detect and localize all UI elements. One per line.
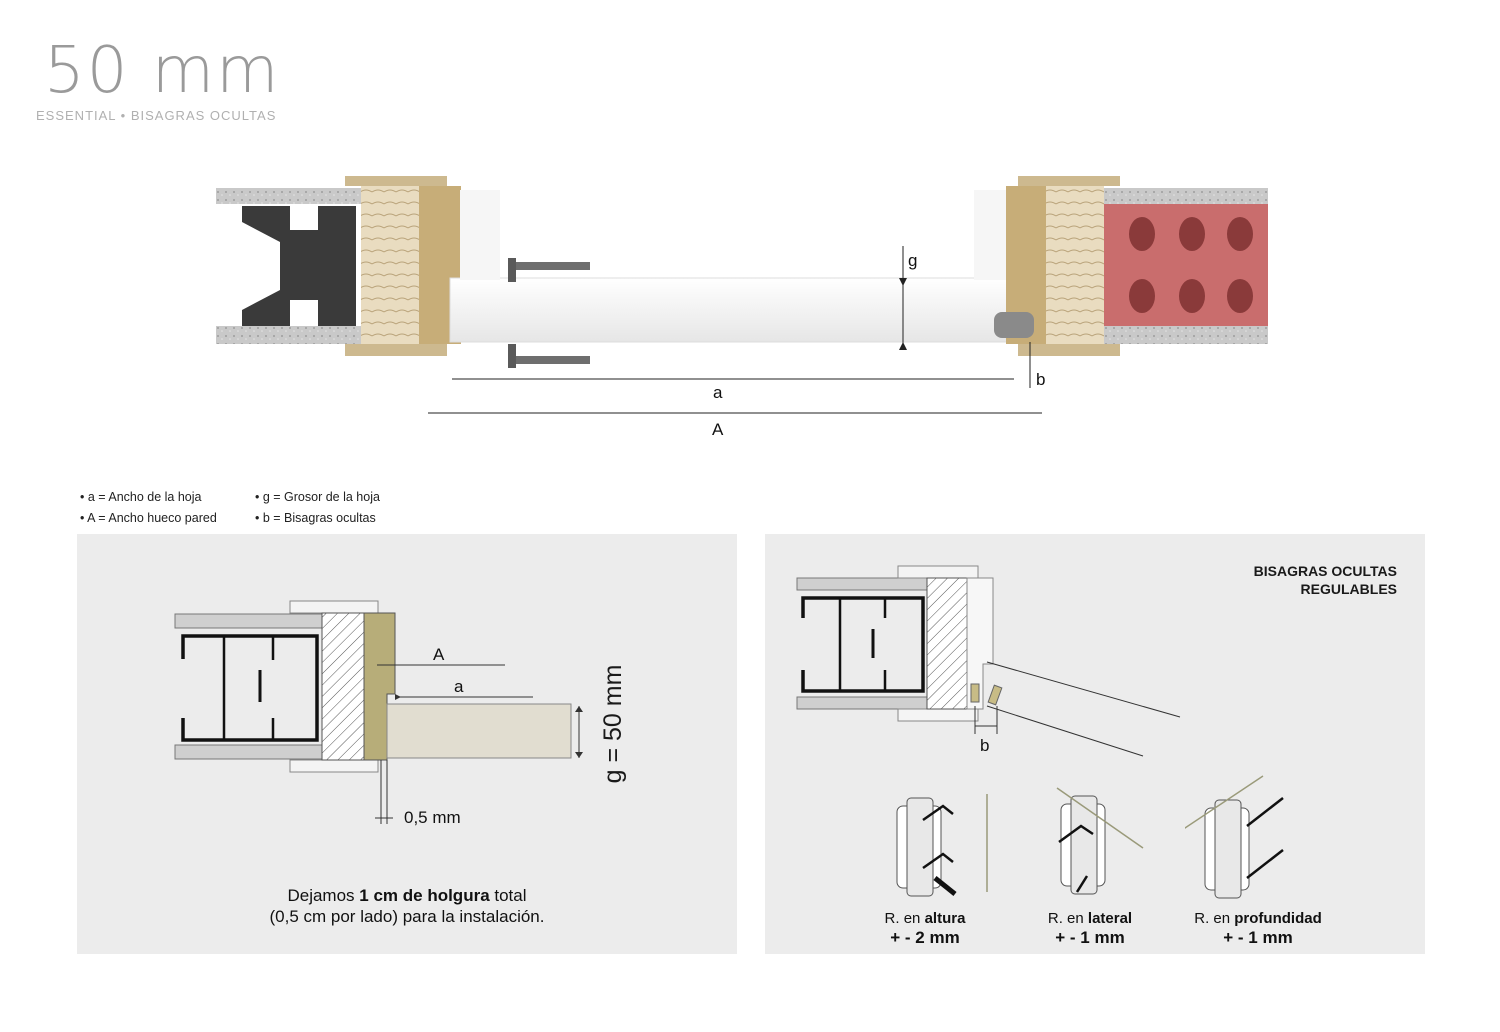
adjust-depth: R. en profundidad + - 1 mm [1173,909,1343,948]
caption-line2: (0,5 cm por lado) para la instalación. [269,907,545,926]
hinge-b-label: b [980,736,990,755]
adjust-lateral-name: lateral [1087,910,1133,927]
installation-diagram [174,600,583,824]
left-frame-cap-bottom [345,344,447,356]
left-frame-cap-top [345,176,447,186]
thickness-label: g = 50 mm [599,664,627,784]
dim-a-label: a [713,383,723,402]
left-jamb [460,190,500,280]
caption-suffix: total [489,886,527,905]
adjust-depth-name: profundidad [1234,910,1322,927]
door-leaf [449,277,1021,343]
adjust-height-value: + - 2 mm [890,928,960,947]
page-title: 50 mm [44,34,281,108]
page-subtitle: ESSENTIAL • BISAGRAS OCULTAS [36,108,277,123]
right-frame-cap-top [1018,176,1120,186]
adjust-height-prefix: R. en [884,910,925,927]
panel-dim-A-label: A [433,645,445,664]
hidden-hinge [994,312,1034,338]
legend-item-b: • b = Bisagras ocultas [255,511,376,525]
handle-bottom [508,344,590,368]
adjust-height-name: altura [924,910,966,927]
dim-g-arrow-bottom [899,342,907,350]
installation-panel: A a 0,5 mm g = 50 mm Dejamos 1 cm de hol… [77,534,737,954]
left-frame-core [361,186,419,344]
dim-A-label: A [712,420,724,439]
caption-prefix: Dejamos [287,886,360,905]
adjust-depth-prefix: R. en [1194,910,1235,927]
height-adjust-hinge-icon [896,794,988,897]
clearance-caption: Dejamos 1 cm de holgura total (0,5 cm po… [177,885,637,927]
panel-dim-a-label: a [454,677,464,696]
right-frame-core [1046,186,1104,344]
adjust-lateral-prefix: R. en [1047,910,1088,927]
right-frame-cap-bottom [1018,344,1120,356]
hinges-panel: BISAGRAS OCULTAS REGULABLES b [765,534,1425,954]
hinges-heading-line1: BISAGRAS OCULTAS [1253,563,1397,579]
dim-g-label: g [908,251,918,270]
dim-g-arrow-top [899,278,907,286]
hinges-heading: BISAGRAS OCULTAS REGULABLES [1254,562,1397,598]
adjust-lateral: R. en lateral + - 1 mm [1015,909,1165,948]
panel-gap-label: 0,5 mm [404,808,461,827]
right-jamb [974,190,1006,280]
left-wall [216,188,361,344]
dim-b-label: b [1036,370,1046,389]
caption-bold: 1 cm de holgura [359,886,490,905]
depth-adjust-hinge-icon [1185,775,1284,899]
lateral-adjust-hinge-icon [1056,787,1144,895]
adjust-depth-value: + - 1 mm [1223,928,1293,947]
legend-item-a: • a = Ancho de la hoja [80,490,202,504]
top-section-diagram [216,176,1268,414]
hinges-heading-line2: REGULABLES [1300,581,1397,597]
hinge-detail-diagram [796,565,1181,757]
adjust-height: R. en altura + - 2 mm [850,909,1000,948]
legend-item-g: • g = Grosor de la hoja [255,490,380,504]
adjust-lateral-value: + - 1 mm [1055,928,1125,947]
right-brick-wall [1104,188,1268,344]
handle-top [508,258,590,282]
legend-item-A: • A = Ancho hueco pared [80,511,217,525]
